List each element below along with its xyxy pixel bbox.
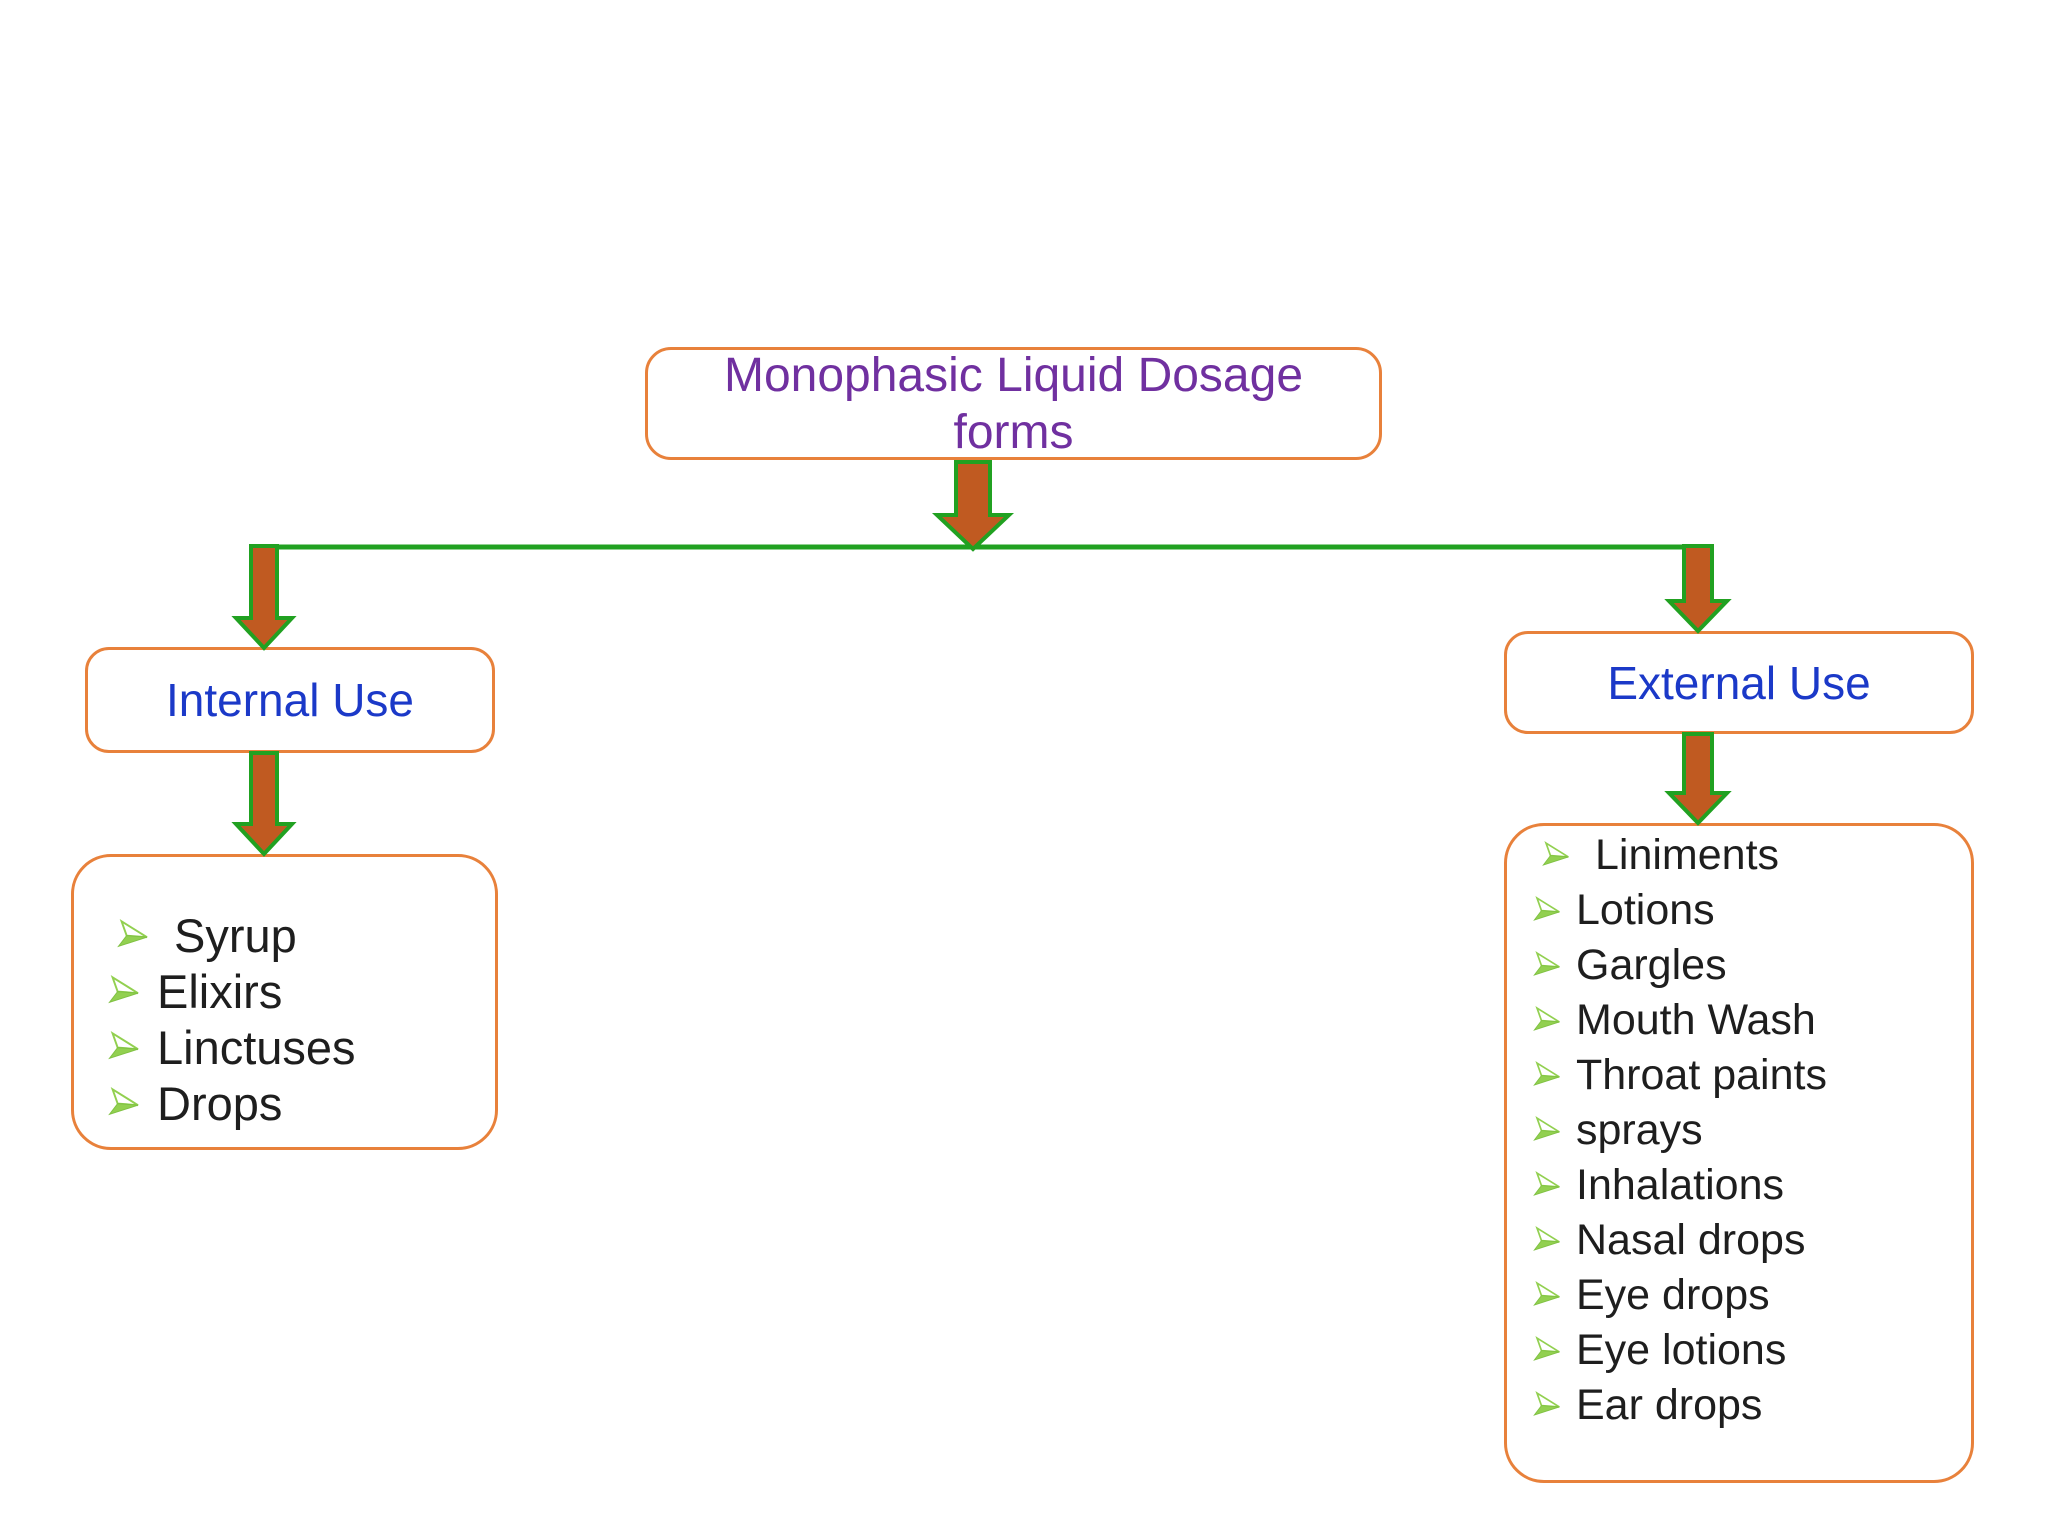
list-item: Drops bbox=[108, 1075, 495, 1131]
external-list: Liniments Lotions Gargles Mouth Wash Thr… bbox=[1507, 826, 1971, 1433]
list-item: Nasal drops bbox=[1533, 1213, 1971, 1268]
list-item-label: Eye drops bbox=[1576, 1271, 1770, 1319]
arrowhead-bullet-icon bbox=[1533, 1391, 1560, 1416]
internal-use-label: Internal Use bbox=[165, 674, 414, 726]
down-arrow-to-external-list-icon bbox=[1664, 732, 1732, 826]
arrowhead-bullet-icon bbox=[1533, 1116, 1560, 1141]
down-arrow-to-external-use-icon bbox=[1664, 544, 1732, 634]
list-item-label: Elixirs bbox=[157, 964, 283, 1018]
list-item-label: sprays bbox=[1576, 1106, 1703, 1154]
list-item: Elixirs bbox=[108, 963, 495, 1019]
external-use-label: External Use bbox=[1607, 656, 1871, 709]
node-title: Monophasic Liquid Dosage forms bbox=[645, 347, 1382, 460]
arrowhead-bullet-icon bbox=[1533, 1226, 1560, 1251]
arrowhead-bullet-icon bbox=[1533, 1061, 1560, 1086]
list-item: Ear drops bbox=[1533, 1378, 1971, 1433]
list-item: Syrup bbox=[108, 907, 495, 963]
list-item-label: Mouth Wash bbox=[1576, 996, 1816, 1044]
arrowhead-bullet-icon bbox=[108, 974, 139, 1003]
node-internal-use: Internal Use bbox=[85, 647, 495, 753]
down-arrow-to-internal-use-icon bbox=[231, 544, 297, 651]
internal-list: Syrup Elixirs Linctuses Drops bbox=[74, 857, 495, 1131]
list-item-label: Liniments bbox=[1595, 831, 1780, 879]
list-item: Inhalations bbox=[1533, 1158, 1971, 1213]
arrowhead-bullet-icon bbox=[1533, 1336, 1560, 1361]
arrowhead-bullet-icon bbox=[108, 1030, 139, 1059]
arrowhead-bullet-icon bbox=[108, 1086, 139, 1115]
list-item-label: Eye lotions bbox=[1576, 1326, 1787, 1374]
list-item-label: Linctuses bbox=[157, 1020, 356, 1074]
list-item-label: Lotions bbox=[1576, 886, 1715, 934]
list-item: sprays bbox=[1533, 1103, 1971, 1158]
list-item-label: Nasal drops bbox=[1576, 1216, 1806, 1264]
list-item: Lotions bbox=[1533, 883, 1971, 938]
down-arrow-title-icon bbox=[931, 460, 1015, 552]
list-item-label: Syrup bbox=[174, 908, 297, 962]
arrowhead-bullet-icon bbox=[1533, 1281, 1560, 1306]
arrowhead-bullet-icon bbox=[1542, 841, 1569, 866]
list-item-label: Gargles bbox=[1576, 941, 1727, 989]
arrowhead-bullet-icon bbox=[1533, 1171, 1560, 1196]
arrowhead-bullet-icon bbox=[117, 918, 148, 947]
list-item-label: Ear drops bbox=[1576, 1381, 1763, 1429]
list-item: Throat paints bbox=[1533, 1048, 1971, 1103]
list-item: Linctuses bbox=[108, 1019, 495, 1075]
list-item-label: Drops bbox=[157, 1076, 283, 1130]
list-item: Eye lotions bbox=[1533, 1323, 1971, 1378]
arrowhead-bullet-icon bbox=[1533, 896, 1560, 921]
list-item: Gargles bbox=[1533, 938, 1971, 993]
list-item: Eye drops bbox=[1533, 1268, 1971, 1323]
node-internal-list: Syrup Elixirs Linctuses Drops bbox=[71, 854, 498, 1150]
node-external-list: Liniments Lotions Gargles Mouth Wash Thr… bbox=[1504, 823, 1974, 1483]
arrowhead-bullet-icon bbox=[1533, 1006, 1560, 1031]
arrowhead-bullet-icon bbox=[1533, 951, 1560, 976]
list-item-label: Inhalations bbox=[1576, 1161, 1784, 1209]
title-line-2: forms bbox=[953, 405, 1074, 459]
title-line-1: Monophasic Liquid Dosage bbox=[723, 348, 1304, 402]
list-item: Liniments bbox=[1533, 828, 1971, 883]
down-arrow-to-internal-list-icon bbox=[231, 751, 297, 857]
list-item: Mouth Wash bbox=[1533, 993, 1971, 1048]
node-external-use: External Use bbox=[1504, 631, 1974, 734]
list-item-label: Throat paints bbox=[1576, 1051, 1827, 1099]
